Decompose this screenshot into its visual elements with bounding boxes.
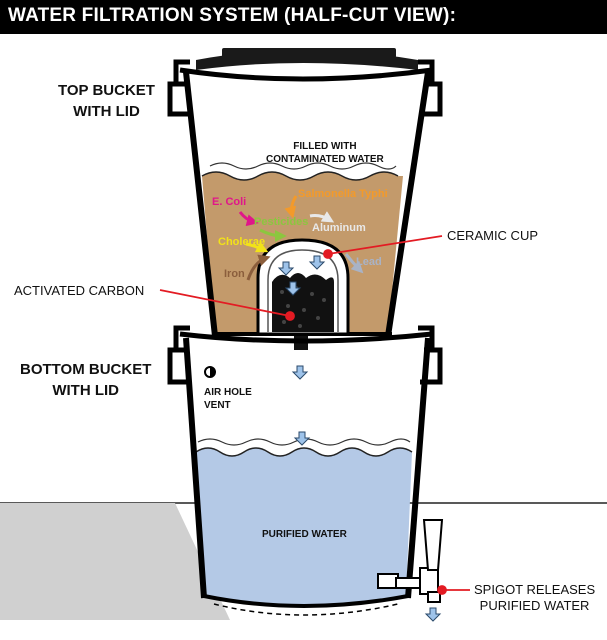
activated-carbon [272,273,334,332]
purified-waterline [195,447,413,457]
bottom-bucket-foot [213,603,399,616]
activated-carbon-label: ACTIVATED CARBON [14,283,145,298]
top-right-handle [418,59,443,117]
bottom-right-handle [418,325,443,385]
purified-water [196,448,412,605]
contaminant-iron: Iron [224,268,245,280]
shadow [0,503,230,620]
contaminant-arrows [238,195,364,281]
top-bucket-label: TOP BUCKET WITH LID [58,80,155,122]
top-rim [179,67,433,82]
page-title: WATER FILTRATION SYSTEM (HALF-CUT VIEW): [8,5,457,26]
spigot-icon [377,519,444,603]
carbon-granules [280,286,326,328]
bottom-rim [179,331,433,344]
top-left-handle [167,59,190,117]
contaminated-water-label: FILLED WITH CONTAMINATED WATER [266,140,384,166]
top-lid-cap [222,48,396,58]
spigot-label-line1: SPIGOT RELEASES [474,582,596,597]
purified-water-label: PURIFIED WATER [262,529,347,540]
bottom-bucket-label-line1: BOTTOM BUCKET [20,361,152,378]
contaminated-water-label-line1: FILLED WITH [293,141,357,152]
drip-arrows [291,365,442,622]
bottom-bucket-label: BOTTOM BUCKET WITH LID [20,359,151,401]
air-hole-shade [210,367,215,377]
cup-arrows [277,255,326,296]
top-bucket-label-line1: TOP BUCKET [58,82,155,99]
air-hole-label-line2: VENT [204,400,231,411]
contaminated-waterline [201,171,399,181]
bottom-bucket-base [203,594,409,608]
leader-lines [159,235,470,595]
contaminant-e-coli: E. Coli [212,196,247,208]
spigot-label: SPIGOT RELEASES PURIFIED WATER [474,582,595,614]
top-ripple [209,162,397,170]
contaminant-salmonella: Salmonella Typhi [298,188,388,200]
contaminant-cholerae: Cholerae [218,236,266,248]
air-hole-label: AIR HOLE VENT [204,386,252,412]
contaminant-lead: Lead [356,256,382,268]
contaminated-water-label-line2: CONTAMINATED WATER [266,154,384,165]
title-banner: WATER FILTRATION SYSTEM (HALF-CUT VIEW): [0,0,607,34]
bottom-bucket-label-line2: WITH LID [52,382,120,399]
ceramic-cup-inner [267,249,339,332]
ceramic-cup-label: CERAMIC CUP [447,228,539,243]
contaminant-pesticides: Pesticides [254,216,309,228]
spigot-label-line2: PURIFIED WATER [479,598,590,613]
air-hole-label-line1: AIR HOLE [204,387,252,398]
contaminant-aluminum: Aluminum [312,222,366,234]
top-bucket-label-line2: WITH LID [73,103,140,120]
bottom-left-handle [167,325,190,385]
